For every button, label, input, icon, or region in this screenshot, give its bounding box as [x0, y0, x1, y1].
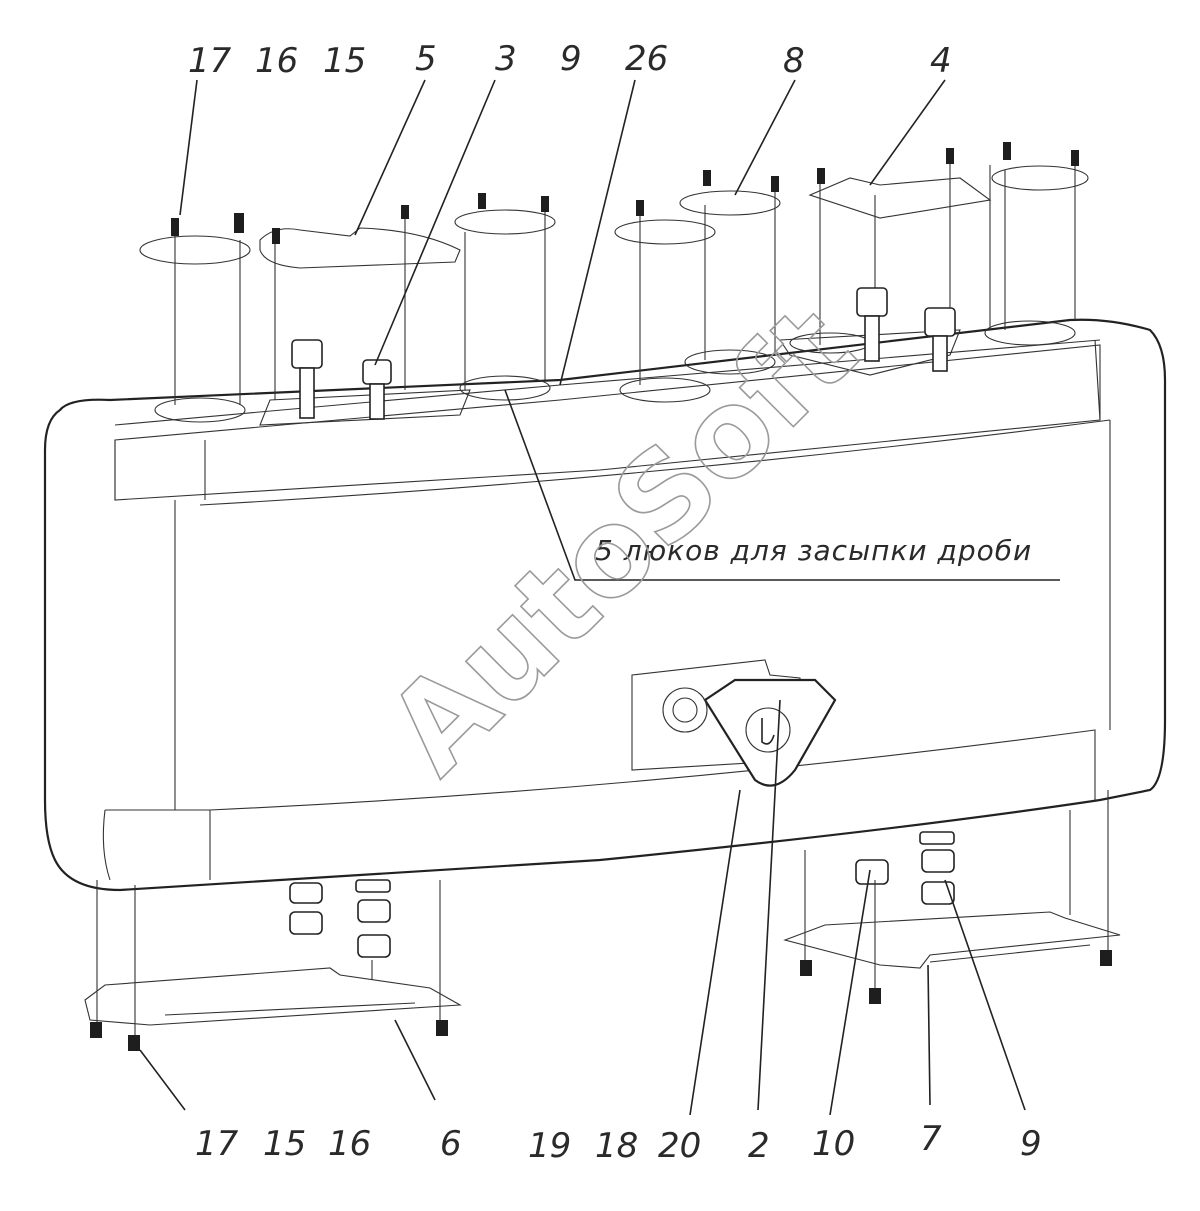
callout-top-5: 5	[415, 39, 437, 79]
callout-bottom-10: 10	[812, 1124, 855, 1164]
callout-top-9: 9	[560, 39, 582, 79]
callout-bottom-6: 6	[440, 1124, 462, 1164]
callouts-bottom: 17 15 16 6 19 18 20 2 10 7 9	[195, 1119, 1042, 1166]
callout-top-3: 3	[495, 39, 517, 79]
callouts-top: 17 16 15 5 3 9 26 8 4	[188, 39, 952, 81]
callout-top-4: 4	[930, 41, 952, 81]
callout-top-26: 26	[625, 39, 668, 79]
callout-bottom-20: 20	[658, 1126, 701, 1166]
exploded-covers	[139, 160, 1089, 405]
callout-top-16: 16	[255, 41, 298, 81]
callout-top-8: 8	[783, 41, 805, 81]
callout-bottom-17: 17	[195, 1124, 239, 1164]
leader-lines	[139, 79, 1060, 1116]
hatch-note: 5 люков для засыпки дроби	[595, 534, 1032, 567]
callout-bottom-2: 2	[748, 1126, 770, 1166]
bottom-assembly	[84, 790, 1121, 1051]
callout-bottom-16: 16	[328, 1124, 371, 1164]
callout-top-15: 15	[323, 41, 366, 81]
callout-bottom-18: 18	[595, 1126, 638, 1166]
tank-body	[43, 318, 1167, 892]
callout-bottom-7: 7	[920, 1119, 942, 1159]
callout-bottom-15: 15	[263, 1124, 306, 1164]
top-bolts	[171, 142, 1079, 420]
callout-bottom-9: 9	[1020, 1124, 1042, 1164]
callout-top-17: 17	[188, 41, 232, 81]
callout-bottom-19: 19	[528, 1126, 571, 1166]
front-flange	[631, 659, 837, 787]
